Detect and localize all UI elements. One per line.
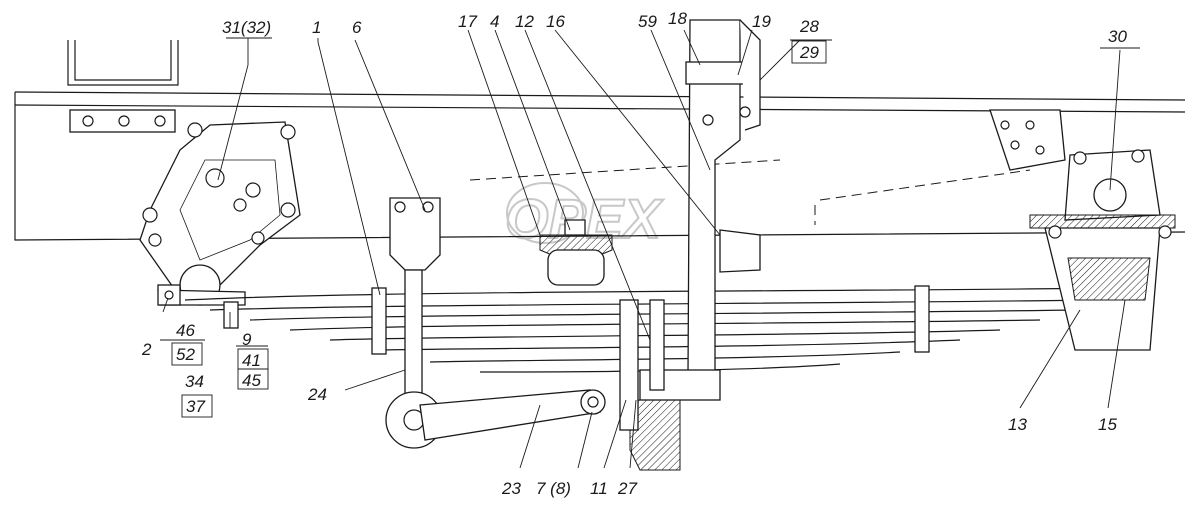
axle-assembly xyxy=(619,19,761,471)
label-28: 28 xyxy=(799,17,819,36)
label-52: 52 xyxy=(176,345,195,364)
label-27: 27 xyxy=(617,479,637,498)
label-4: 4 xyxy=(490,12,499,31)
label-23: 23 xyxy=(501,479,521,498)
rear-spring-bracket xyxy=(989,109,1176,351)
callouts: 31(32) 1 6 17 4 12 16 59 18 19 28 29 30 … xyxy=(141,9,1140,498)
label-29: 29 xyxy=(799,43,819,62)
label-59: 59 xyxy=(638,12,657,31)
label-12: 12 xyxy=(515,12,534,31)
front-spring-bracket xyxy=(139,121,301,306)
label-9: 9 xyxy=(242,330,252,349)
label-24: 24 xyxy=(307,385,327,404)
label-30: 30 xyxy=(1108,27,1127,46)
bump-stop xyxy=(539,219,613,286)
label-17: 17 xyxy=(458,12,477,31)
label-45: 45 xyxy=(242,371,261,390)
label-31-32: 31(32) xyxy=(222,18,271,37)
label-1: 1 xyxy=(312,18,321,37)
label-2: 2 xyxy=(141,340,152,359)
stabilizer-link xyxy=(419,389,606,441)
label-16: 16 xyxy=(546,12,565,31)
label-46: 46 xyxy=(176,321,195,340)
label-11: 11 xyxy=(590,479,608,498)
label-34: 34 xyxy=(185,372,204,391)
front-shackle xyxy=(157,284,239,329)
label-19: 19 xyxy=(752,12,771,31)
label-18: 18 xyxy=(668,9,687,28)
label-6: 6 xyxy=(352,18,362,37)
label-13: 13 xyxy=(1008,415,1027,434)
label-37: 37 xyxy=(186,397,205,416)
label-15: 15 xyxy=(1098,415,1117,434)
label-41: 41 xyxy=(242,351,261,370)
top-left-bracket xyxy=(67,40,179,133)
label-7-8: 7 (8) xyxy=(536,479,571,498)
shock-absorber xyxy=(385,197,443,449)
